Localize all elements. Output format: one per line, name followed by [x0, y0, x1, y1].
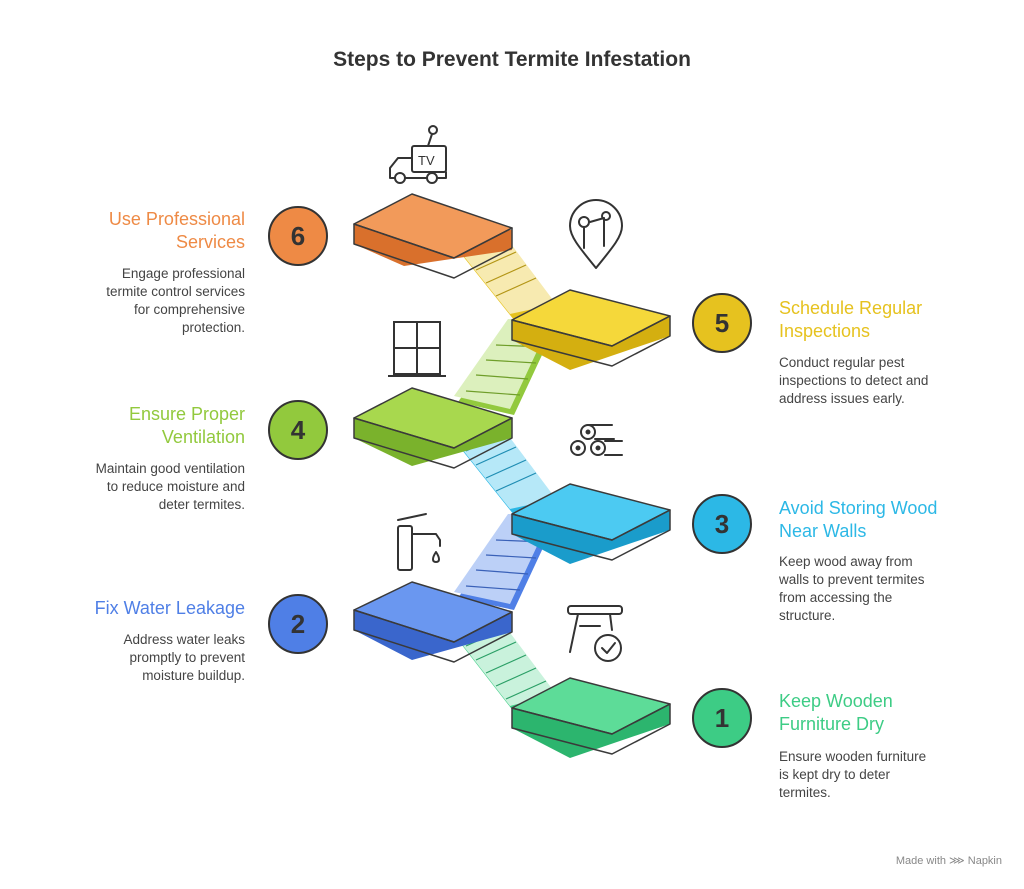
step-6-title-line2: Services — [175, 232, 245, 252]
platform-3 — [511, 483, 671, 564]
step-5-title-line1: Schedule Regular — [779, 298, 923, 318]
step-3-desc-line2: walls to prevent termites — [779, 572, 925, 587]
step-3-description: Keep wood away from walls to prevent ter… — [779, 553, 979, 625]
svg-text:TV: TV — [418, 153, 435, 168]
step-4-number-badge: 4 — [268, 400, 328, 460]
inspector-pin-icon — [569, 199, 623, 269]
step-3-number-badge: 3 — [692, 494, 752, 554]
step-4-number: 4 — [291, 415, 306, 445]
step-1-number-badge: 1 — [692, 688, 752, 748]
step-5-title-line2: Inspections — [779, 321, 871, 341]
step-6-desc-line1: Engage professional — [121, 266, 245, 281]
service-truck-icon: TV — [389, 125, 447, 184]
platform-6 — [353, 193, 513, 279]
step-1-desc-line1: Ensure wooden furniture — [779, 749, 927, 764]
step-4-desc-line2: to reduce moisture and — [106, 479, 245, 494]
step-2-desc-line3: moisture buildup. — [142, 668, 245, 683]
step-3-desc-line1: Keep wood away from — [779, 554, 913, 569]
step-3-desc-line4: structure. — [779, 608, 836, 623]
step-6-description: Engage professional termite control serv… — [60, 265, 245, 337]
step-3-number: 3 — [715, 509, 729, 539]
step-6-number: 6 — [291, 221, 305, 251]
platform-2 — [353, 581, 513, 663]
step-5-desc-line3: address issues early. — [779, 391, 905, 406]
step-5-number-badge: 5 — [692, 293, 752, 353]
logs-icon — [570, 424, 623, 456]
step-4-title: Ensure Proper Ventilation — [60, 403, 245, 449]
step-1-desc-line2: is kept dry to deter — [779, 767, 891, 782]
step-4-description: Maintain good ventilation to reduce mois… — [60, 460, 245, 514]
step-2-desc-line2: promptly to prevent — [129, 650, 245, 665]
step-2-title: Fix Water Leakage — [60, 597, 245, 620]
platform-4 — [353, 387, 513, 469]
table-check-icon — [567, 605, 623, 662]
step-6-desc-line2: termite control services — [106, 284, 245, 299]
step-2-number-badge: 2 — [268, 594, 328, 654]
napkin-watermark: Made with ⋙ Napkin — [895, 855, 1002, 867]
step-5-title: Schedule Regular Inspections — [779, 297, 979, 343]
window-icon — [388, 321, 446, 377]
step-6-title: Use Professional Services — [60, 208, 245, 254]
step-2-description: Address water leaks promptly to prevent … — [60, 631, 245, 685]
platform-1 — [511, 677, 671, 758]
step-2-desc-line1: Address water leaks — [123, 632, 245, 647]
faucet-drop-icon — [397, 513, 441, 571]
step-5-desc-line1: Conduct regular pest — [779, 355, 905, 370]
step-5-desc-line2: inspections to detect and — [779, 373, 929, 388]
step-5-description: Conduct regular pest inspections to dete… — [779, 354, 979, 408]
step-5-number: 5 — [715, 308, 729, 338]
step-3-title-line1: Avoid Storing Wood — [779, 498, 938, 518]
step-1-desc-line3: termites. — [779, 785, 831, 800]
step-6-desc-line3: for comprehensive — [133, 302, 245, 317]
platform-5 — [511, 289, 671, 370]
step-1-title-line1: Keep Wooden — [779, 691, 893, 711]
step-6-number-badge: 6 — [268, 206, 328, 266]
step-6-desc-line4: protection. — [181, 320, 245, 335]
step-4-desc-line3: deter termites. — [158, 497, 245, 512]
step-1-title-line2: Furniture Dry — [779, 714, 885, 734]
step-4-title-line2: Ventilation — [161, 427, 245, 447]
step-3-desc-line3: from accessing the — [779, 590, 893, 605]
step-1-title: Keep Wooden Furniture Dry — [779, 690, 979, 736]
step-2-title-line1: Fix Water Leakage — [94, 598, 245, 618]
diagram-title: Steps to Prevent Termite Infestation — [333, 48, 691, 71]
step-4-desc-line1: Maintain good ventilation — [95, 461, 245, 476]
step-2-number: 2 — [291, 609, 305, 639]
step-1-description: Ensure wooden furniture is kept dry to d… — [779, 748, 979, 802]
step-3-title-line2: Near Walls — [779, 521, 867, 541]
step-1-number: 1 — [715, 703, 729, 733]
step-3-title: Avoid Storing Wood Near Walls — [779, 497, 979, 543]
step-4-title-line1: Ensure Proper — [128, 404, 245, 424]
step-6-title-line1: Use Professional — [108, 209, 245, 229]
